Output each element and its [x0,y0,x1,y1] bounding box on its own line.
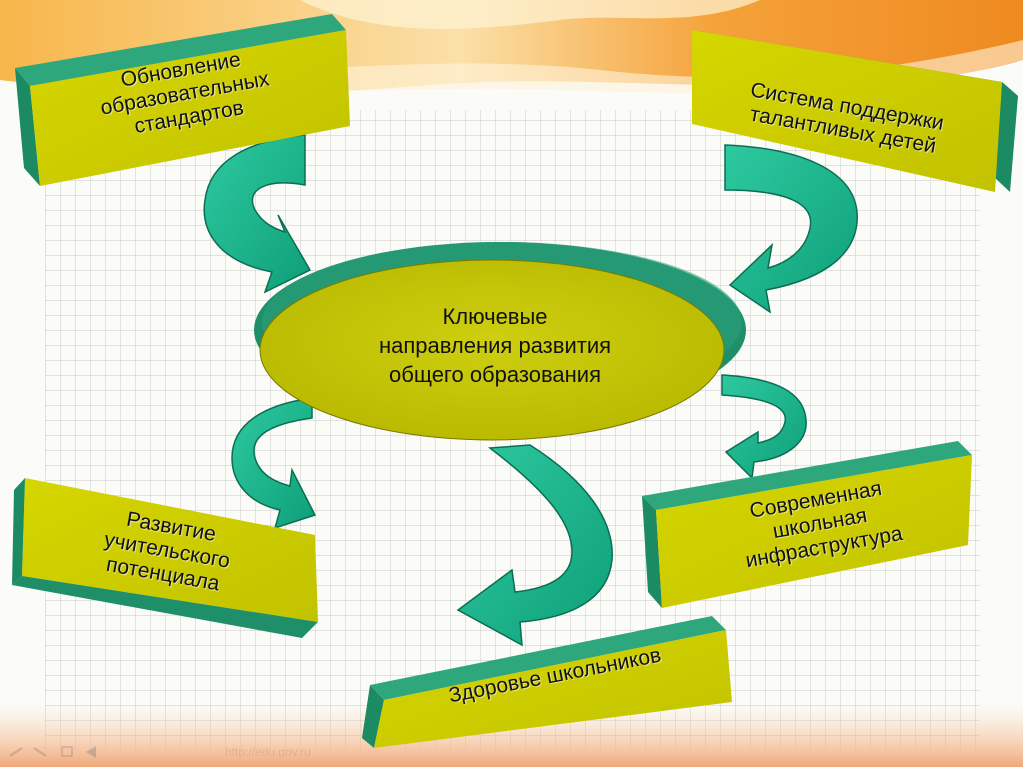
box-teachers [12,478,318,638]
center-ellipse [254,242,746,441]
box-standards [15,14,350,186]
box-infrastructure [642,441,972,608]
slide-nav-icons[interactable] [9,746,96,758]
arrow-right-middle [721,374,807,480]
arrow-top-right [724,144,858,314]
center-line-3: общего образования [389,362,601,387]
center-title: Ключевые направления развития общего обр… [330,302,660,389]
arrow-left-bottom [231,397,317,530]
box-talent [692,30,1018,192]
center-line-1: Ключевые [442,304,548,329]
arrow-bottom [456,444,613,647]
footer-url[interactable]: http://edu.gov.ru [225,745,311,759]
arrow-top-left [203,134,312,294]
box-health [362,616,732,748]
center-line-2: направления развития [378,333,612,358]
